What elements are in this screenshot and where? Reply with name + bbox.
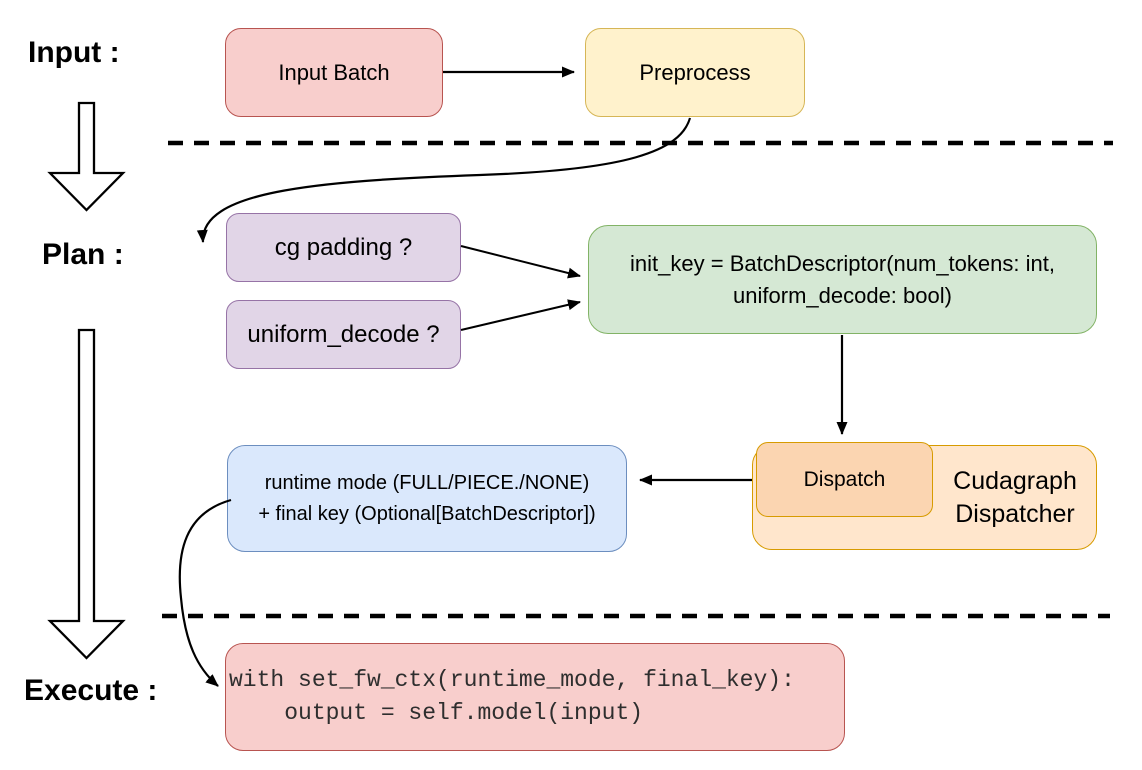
arrow-cgpadding-to-initkey [460,245,581,279]
cudagraph-line2: Dispatcher [955,499,1075,528]
preprocess-node: Preprocess [585,28,805,117]
execute-section-label: Execute : [24,674,158,707]
cudagraph-line1: Cudagraph [953,466,1077,495]
dispatch-label: Dispatch [803,467,886,491]
preprocess-label: Preprocess [639,59,751,85]
uniform-decode-node: uniform_decode ? [226,300,461,369]
arrow-uniformdecode-to-initkey [460,299,581,331]
input-batch-node: Input Batch [225,28,443,117]
dispatch-node: Dispatch [756,442,933,517]
init-key-node: init_key = BatchDescriptor(num_tokens: i… [588,225,1097,334]
arrow-runtime-to-execute [178,498,232,687]
init-key-line1: init_key = BatchDescriptor(num_tokens: i… [630,250,1055,276]
input-section-label: Input : [28,36,120,69]
execute-code-node: with set_fw_ctx(runtime_mode, final_key)… [225,643,845,751]
runtime-mode-line2: + final key (Optional[BatchDescriptor]) [258,502,596,525]
input-batch-label: Input Batch [278,59,390,85]
cg-padding-node: cg padding ? [226,213,461,282]
input-section-arrow-icon [47,101,126,212]
runtime-mode-node: runtime mode (FULL/PIECE./NONE) + final … [227,445,627,552]
plan-section-arrow-icon [47,328,126,660]
init-key-line2: uniform_decode: bool) [733,282,952,308]
execute-code-line2: output = self.model(input) [229,700,644,726]
execute-code-line1: with set_fw_ctx(runtime_mode, final_key)… [229,667,795,693]
cg-padding-label: cg padding ? [274,233,413,261]
plan-section-label: Plan : [42,238,124,271]
uniform-decode-label: uniform_decode ? [247,320,440,348]
cudagraph-dispatcher-label: Cudagraph Dispatcher [934,446,1096,549]
runtime-mode-line1: runtime mode (FULL/PIECE./NONE) [264,471,590,494]
